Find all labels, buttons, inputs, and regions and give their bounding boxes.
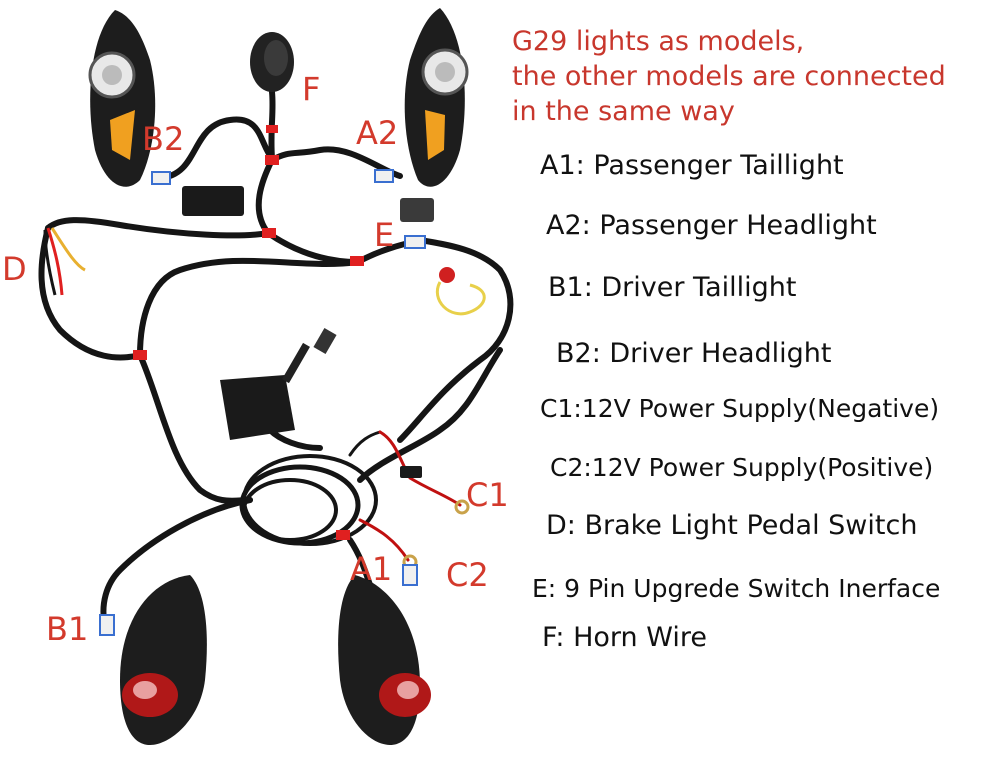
horn <box>250 32 294 92</box>
passenger-headlight <box>404 8 469 187</box>
cable-tie <box>336 530 350 540</box>
connector <box>374 169 394 183</box>
cable-tie <box>133 350 147 360</box>
legend-item-a2: A2: Passenger Headlight <box>546 210 877 241</box>
connectors <box>99 169 426 636</box>
label-C1: C1 <box>466 476 509 514</box>
cable-tie <box>266 125 278 133</box>
legend-item-d: D: Brake Light Pedal Switch <box>546 510 918 541</box>
cable-ties <box>133 125 364 540</box>
ring-terminal-c1 <box>454 499 470 515</box>
module-box <box>400 198 434 222</box>
fuse-holder <box>400 466 422 478</box>
label-A2: A2 <box>356 114 399 152</box>
legend-item-b1: B1: Driver Taillight <box>548 272 797 303</box>
legend-item-e: E: 9 Pin Upgrede Switch Inerface <box>532 574 941 603</box>
label-B2: B2 <box>142 120 185 158</box>
driver-taillight <box>120 575 207 745</box>
connector <box>99 614 115 636</box>
note-line-1: G29 lights as models, <box>512 26 805 57</box>
legend-item-a1: A1: Passenger Taillight <box>540 150 844 181</box>
legend-item-b2: B2: Driver Headlight <box>556 338 832 369</box>
legend-item-f: F: Horn Wire <box>542 622 707 653</box>
label-C2: C2 <box>446 556 489 594</box>
cable-tie <box>265 155 279 165</box>
note-line-2: the other models are connected <box>512 61 946 92</box>
brake-switch-leads <box>43 227 86 296</box>
label-F: F <box>302 70 321 108</box>
relay-box <box>182 186 244 216</box>
label-E: E <box>374 216 395 254</box>
toggle-button <box>439 267 455 283</box>
connector <box>404 235 426 249</box>
legend-item-c2: C2:12V Power Supply(Positive) <box>550 453 934 482</box>
note-line-3: in the same way <box>512 96 735 127</box>
passenger-taillight <box>338 575 431 745</box>
cable-tie <box>262 228 276 238</box>
cable-tie <box>350 256 364 266</box>
label-D: D <box>2 250 27 288</box>
driver-headlight <box>88 10 156 187</box>
connector <box>402 564 418 586</box>
legend-item-c1: C1:12V Power Supply(Negative) <box>540 394 940 423</box>
label-A1: A1 <box>350 550 393 588</box>
turn-signal-switch <box>220 327 337 440</box>
connector <box>151 171 171 185</box>
wire-bundle <box>38 89 514 623</box>
label-B1: B1 <box>46 610 89 648</box>
